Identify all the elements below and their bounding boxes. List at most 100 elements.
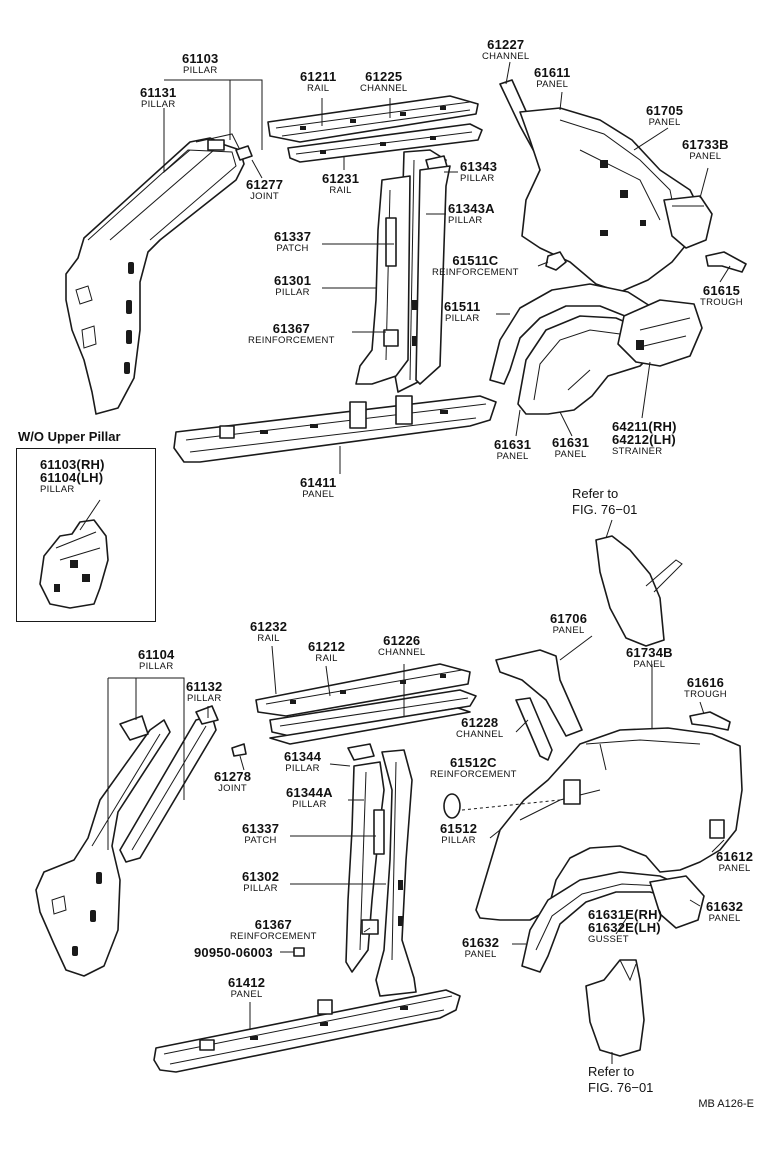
inset-pillar-61103: [39, 519, 109, 609]
callout-61411: 61411 PANEL: [300, 476, 336, 500]
part-name: REINFORCEMENT: [248, 335, 335, 346]
refer-note-bottom: Refer to FIG. 76−01: [588, 1064, 653, 1097]
part-number: 61337: [242, 821, 280, 836]
part-name: PILLAR: [285, 763, 320, 774]
part-name: PILLAR: [138, 661, 174, 672]
callout-61705: 61705 PANEL: [646, 104, 683, 128]
part-name: RAIL: [307, 83, 330, 94]
part-number: 61302: [242, 869, 280, 884]
callout-61343: 61343 PILLAR: [460, 160, 497, 184]
callout-61615: 61615 TROUGH: [700, 284, 743, 308]
callout-61337-lower: 61337 PATCH: [242, 822, 279, 846]
part-name: PILLAR: [275, 287, 310, 298]
callout-61277: 61277 JOINT: [246, 178, 283, 202]
part-number: 61225: [365, 69, 403, 84]
callout-61343a: 61343A PILLAR: [448, 202, 495, 226]
callout-61512: 61512 PILLAR: [440, 822, 477, 846]
callout-61212: 61212 RAIL: [308, 640, 345, 664]
roof-rail-61232: [255, 663, 471, 717]
part-name: PILLAR: [460, 173, 495, 184]
part-number: 61343: [460, 159, 498, 174]
callout-61103: 61103 PILLAR: [182, 52, 218, 76]
callout-61225: 61225 CHANNEL: [360, 70, 408, 94]
part-name: PILLAR: [441, 835, 476, 846]
reinforcement-61512c: [443, 793, 461, 819]
part-name: PATCH: [244, 835, 277, 846]
part-name: PANEL: [689, 151, 722, 162]
callout-61631-left: 61631 PANEL: [494, 438, 531, 462]
part-number: 61511: [444, 299, 481, 314]
part-number: 61612: [716, 849, 754, 864]
clip-90950-06003: [293, 947, 305, 957]
part-name: RAIL: [315, 653, 338, 664]
part-name: PILLAR: [182, 65, 218, 76]
part-number: 61631: [552, 435, 590, 450]
part-name: CHANNEL: [360, 83, 408, 94]
part-name: REINFORCEMENT: [430, 769, 517, 780]
part-number: 61337: [274, 229, 312, 244]
part-name: PILLAR: [448, 215, 483, 226]
part-number: 61632: [706, 899, 744, 914]
inset-title: W/O Upper Pillar: [18, 429, 121, 444]
part-name: PANEL: [708, 913, 741, 924]
part-number-lh: 61632E(LH): [588, 920, 661, 935]
leader-lines: [79, 61, 731, 1064]
part-name: PANEL: [496, 451, 529, 462]
part-number: 61367: [254, 917, 292, 932]
part-number: 61411: [300, 475, 337, 490]
joint-61277: [235, 145, 253, 161]
part-number: 61278: [214, 769, 252, 784]
part-number: 61231: [322, 171, 360, 186]
callout-61226: 61226 CHANNEL: [378, 634, 426, 658]
part-name: PANEL: [648, 117, 681, 128]
part-name: REINFORCEMENT: [230, 931, 317, 942]
refer-note-top: Refer to FIG. 76−01: [572, 486, 637, 519]
refer-line: Refer to: [572, 486, 619, 501]
callout-inset-61103: 61103(RH) 61104(LH) PILLAR: [40, 458, 105, 495]
part-number: 61232: [250, 619, 288, 634]
callout-90950-06003: 90950-06003: [194, 946, 273, 960]
callout-61231: 61231 RAIL: [322, 172, 359, 196]
part-number: 90950-06003: [194, 945, 273, 960]
rail-61231: [287, 123, 483, 163]
part-number: 61301: [274, 273, 312, 288]
part-number: 61132: [186, 679, 223, 694]
callout-61511c: 61511C REINFORCEMENT: [432, 254, 519, 278]
part-name: PILLAR: [140, 99, 176, 110]
inset-box: [16, 448, 156, 622]
part-name: PILLAR: [444, 313, 480, 324]
part-number: 61344A: [286, 785, 333, 800]
part-name: STRAINER: [612, 446, 663, 457]
part-name: GUSSET: [588, 934, 629, 945]
part-number: 61228: [461, 715, 499, 730]
part-name: TROUGH: [684, 689, 727, 700]
callout-61367-lower: 61367 REINFORCEMENT: [230, 918, 317, 942]
part-name: RAIL: [257, 633, 280, 644]
part-name: PANEL: [302, 489, 335, 500]
wheel-house-61632: [521, 871, 705, 973]
part-name: CHANNEL: [482, 51, 530, 62]
rocker-panel-61411: [173, 395, 497, 463]
callout-61367: 61367 REINFORCEMENT: [248, 322, 335, 346]
part-number: 61343A: [448, 201, 495, 216]
part-name: PANEL: [536, 79, 569, 90]
callout-61278: 61278 JOINT: [214, 770, 251, 794]
part-number: 61511C: [452, 253, 499, 268]
mud-guard-top: [595, 535, 683, 647]
part-name: PANEL: [464, 949, 497, 960]
part-name: PANEL: [633, 659, 666, 670]
callout-61512c: 61512C REINFORCEMENT: [430, 756, 517, 780]
refer-line: FIG. 76−01: [588, 1080, 654, 1096]
part-name: PILLAR: [243, 883, 278, 894]
part-number: 61631: [494, 437, 532, 452]
strainer-64211: [617, 299, 703, 367]
part-number: 61705: [646, 103, 684, 118]
front-pillar-61104: [35, 705, 219, 977]
part-number-lh: 61104(LH): [40, 470, 104, 485]
part-number: 61226: [383, 633, 421, 648]
callout-61132: 61132 PILLAR: [186, 680, 222, 704]
callout-61302: 61302 PILLAR: [242, 870, 279, 894]
part-number: 61131: [140, 85, 177, 100]
part-number: 61211: [300, 69, 337, 84]
